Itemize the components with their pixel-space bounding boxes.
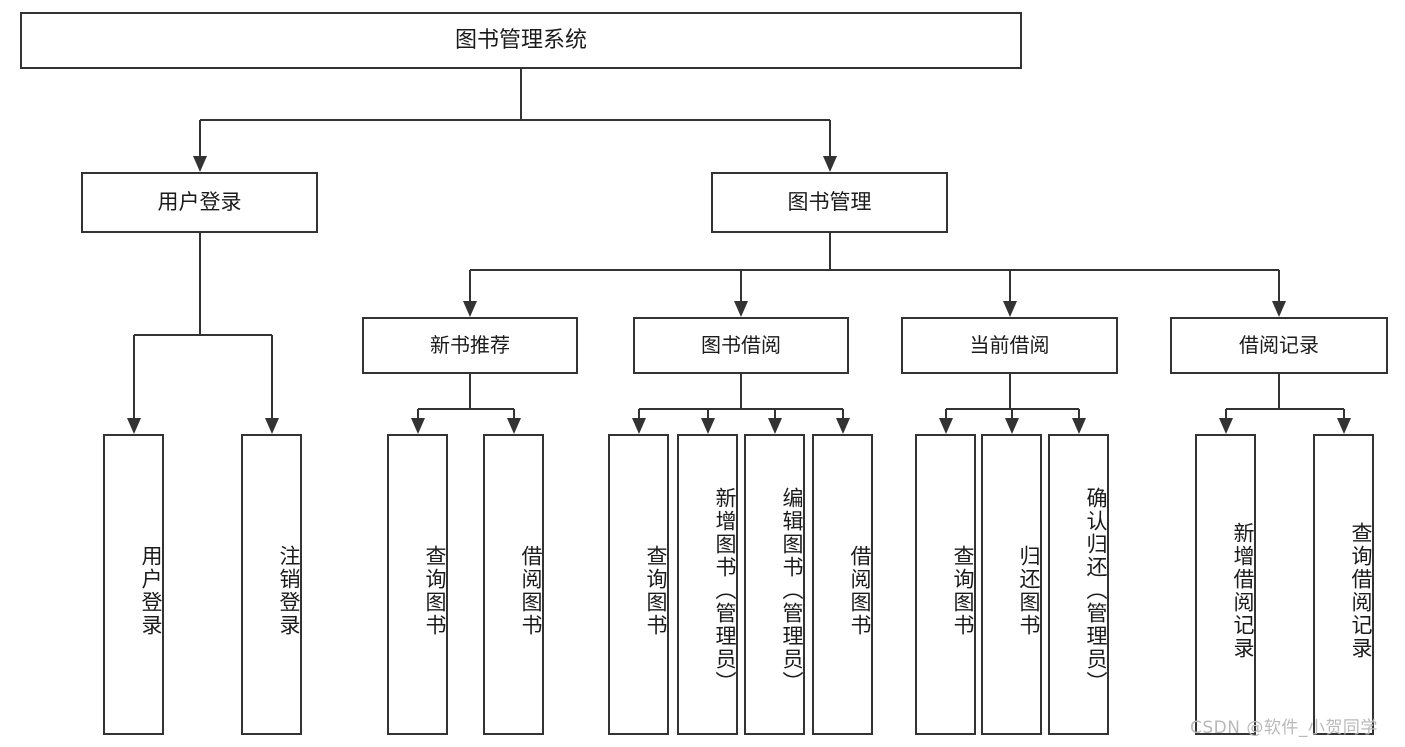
- connector-stem: [1008, 374, 1011, 409]
- arrowhead-icon: [734, 301, 748, 317]
- node-cb-return-book[interactable]: 归还图书: [981, 434, 1042, 735]
- node-br-add-record[interactable]: 新增借阅记录: [1195, 434, 1256, 735]
- connector-branch: [1278, 270, 1280, 315]
- connector-bus: [417, 408, 514, 410]
- connector-stem: [520, 69, 522, 120]
- arrowhead-icon: [1272, 301, 1286, 317]
- node-bb-borrow-book[interactable]: 借阅图书: [812, 434, 873, 735]
- connector-branch: [828, 120, 831, 170]
- node-br-query-record[interactable]: 查询借阅记录: [1313, 434, 1374, 735]
- connector-branch: [740, 270, 742, 315]
- arrowhead-icon: [1002, 301, 1017, 317]
- node-bb-add-book[interactable]: 新增图书（管理员）: [677, 434, 738, 735]
- node-label: 新书推荐: [430, 333, 510, 357]
- arrowhead-icon: [631, 418, 646, 434]
- node-label: 借阅图书: [848, 544, 872, 637]
- node-label: 借阅记录: [1239, 333, 1319, 357]
- node-nb-query-book[interactable]: 查询图书: [387, 434, 448, 735]
- arrowhead-icon: [410, 418, 425, 434]
- arrowhead-icon: [700, 418, 715, 434]
- node-label: 确认归还（管理员）: [1084, 487, 1108, 694]
- node-label: 新增借阅记录: [1231, 521, 1255, 660]
- node-bb-edit-book[interactable]: 编辑图书（管理员）: [744, 434, 805, 735]
- node-user-login-do[interactable]: 用户登录: [103, 434, 164, 735]
- node-label: 当前借阅: [969, 333, 1050, 357]
- node-label: 查询图书: [644, 544, 668, 637]
- arrowhead-icon: [835, 418, 850, 434]
- node-label: 图书管理: [787, 190, 872, 215]
- connector-stem: [198, 233, 201, 335]
- node-book-borrow[interactable]: 图书借阅: [633, 317, 849, 374]
- node-nb-borrow-book[interactable]: 借阅图书: [483, 434, 544, 735]
- node-cb-query-book[interactable]: 查询图书: [915, 434, 976, 735]
- arrowhead-icon: [192, 156, 207, 172]
- node-label: 图书管理系统: [454, 27, 587, 53]
- connector-stem: [740, 374, 742, 409]
- node-bb-query-book[interactable]: 查询图书: [608, 434, 669, 735]
- node-label: 查询图书: [951, 544, 975, 637]
- node-label: 注销登录: [277, 544, 301, 637]
- node-label: 用户登录: [139, 544, 163, 637]
- node-current-borrow[interactable]: 当前借阅: [901, 317, 1118, 374]
- node-label: 查询图书: [423, 544, 447, 637]
- arrowhead-icon: [938, 418, 953, 434]
- connector-branch: [132, 335, 135, 432]
- arrowhead-icon: [463, 301, 477, 317]
- node-label: 编辑图书（管理员）: [780, 487, 804, 694]
- node-borrow-record[interactable]: 借阅记录: [1170, 317, 1388, 374]
- node-user-login[interactable]: 用户登录: [81, 172, 318, 233]
- connector-branch: [270, 335, 273, 432]
- connector-bus: [470, 269, 1279, 271]
- arrowhead-icon: [506, 418, 521, 434]
- node-new-book-recommend[interactable]: 新书推荐: [362, 317, 578, 374]
- node-label: 新增图书（管理员）: [713, 487, 737, 694]
- arrowhead-icon: [126, 418, 141, 434]
- arrowhead-icon: [1336, 418, 1351, 434]
- connector-stem: [469, 374, 471, 409]
- arrowhead-icon: [1004, 418, 1019, 434]
- node-label: 图书借阅: [701, 333, 781, 357]
- node-user-logout[interactable]: 注销登录: [241, 434, 302, 735]
- node-book-manage[interactable]: 图书管理: [711, 172, 948, 233]
- connector-bus: [638, 408, 843, 410]
- node-label: 归还图书: [1017, 544, 1041, 637]
- arrowhead-icon: [1071, 418, 1086, 434]
- connector-branch: [469, 270, 471, 315]
- node-label: 借阅图书: [519, 544, 543, 637]
- node-cb-confirm-return[interactable]: 确认归还（管理员）: [1048, 434, 1109, 735]
- node-label: 用户登录: [157, 190, 242, 215]
- arrowhead-icon: [1218, 418, 1233, 434]
- arrowhead-icon: [822, 156, 837, 172]
- connector-branch: [1008, 270, 1011, 315]
- connector-branch: [198, 120, 201, 170]
- node-root[interactable]: 图书管理系统: [20, 12, 1022, 69]
- connector-stem: [828, 233, 831, 270]
- connector-bus: [199, 119, 830, 121]
- arrowhead-icon: [264, 418, 279, 434]
- node-label: 查询借阅记录: [1349, 521, 1373, 660]
- connector-stem: [1278, 374, 1280, 409]
- connector-bus: [133, 334, 272, 336]
- connector-bus: [1225, 408, 1344, 410]
- watermark-label: CSDN @软件_小贺同学: [1190, 718, 1378, 738]
- arrowhead-icon: [767, 418, 782, 434]
